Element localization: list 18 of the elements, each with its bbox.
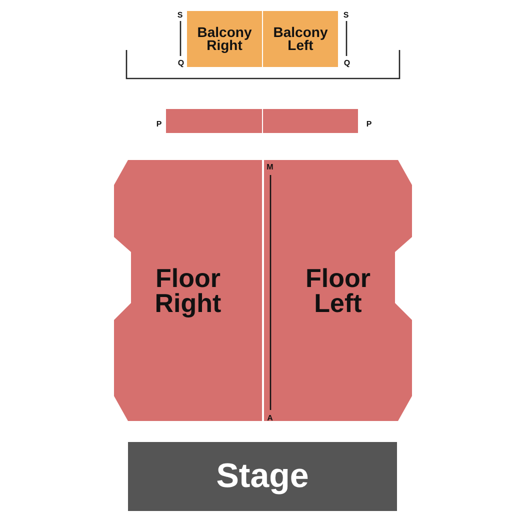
row-letter: P [156,120,162,128]
row-letter: S [343,10,349,20]
balcony-section [187,11,262,67]
row-letter: A [267,414,273,422]
section-label: Balcony Right [196,26,253,52]
section-label: Stage [215,460,310,493]
stage [128,442,397,511]
row-letter: P [366,120,372,128]
section-label: Floor Right [154,266,222,316]
section-label: Balcony Left [272,26,329,52]
floor-section [114,160,262,421]
row-letter: M [266,162,274,172]
seating-section [263,109,358,133]
floor-section [264,160,412,421]
row-letter: S [177,10,183,20]
section-label: Floor Left [304,266,372,316]
seating-section [166,109,262,133]
balcony-section [263,11,338,67]
